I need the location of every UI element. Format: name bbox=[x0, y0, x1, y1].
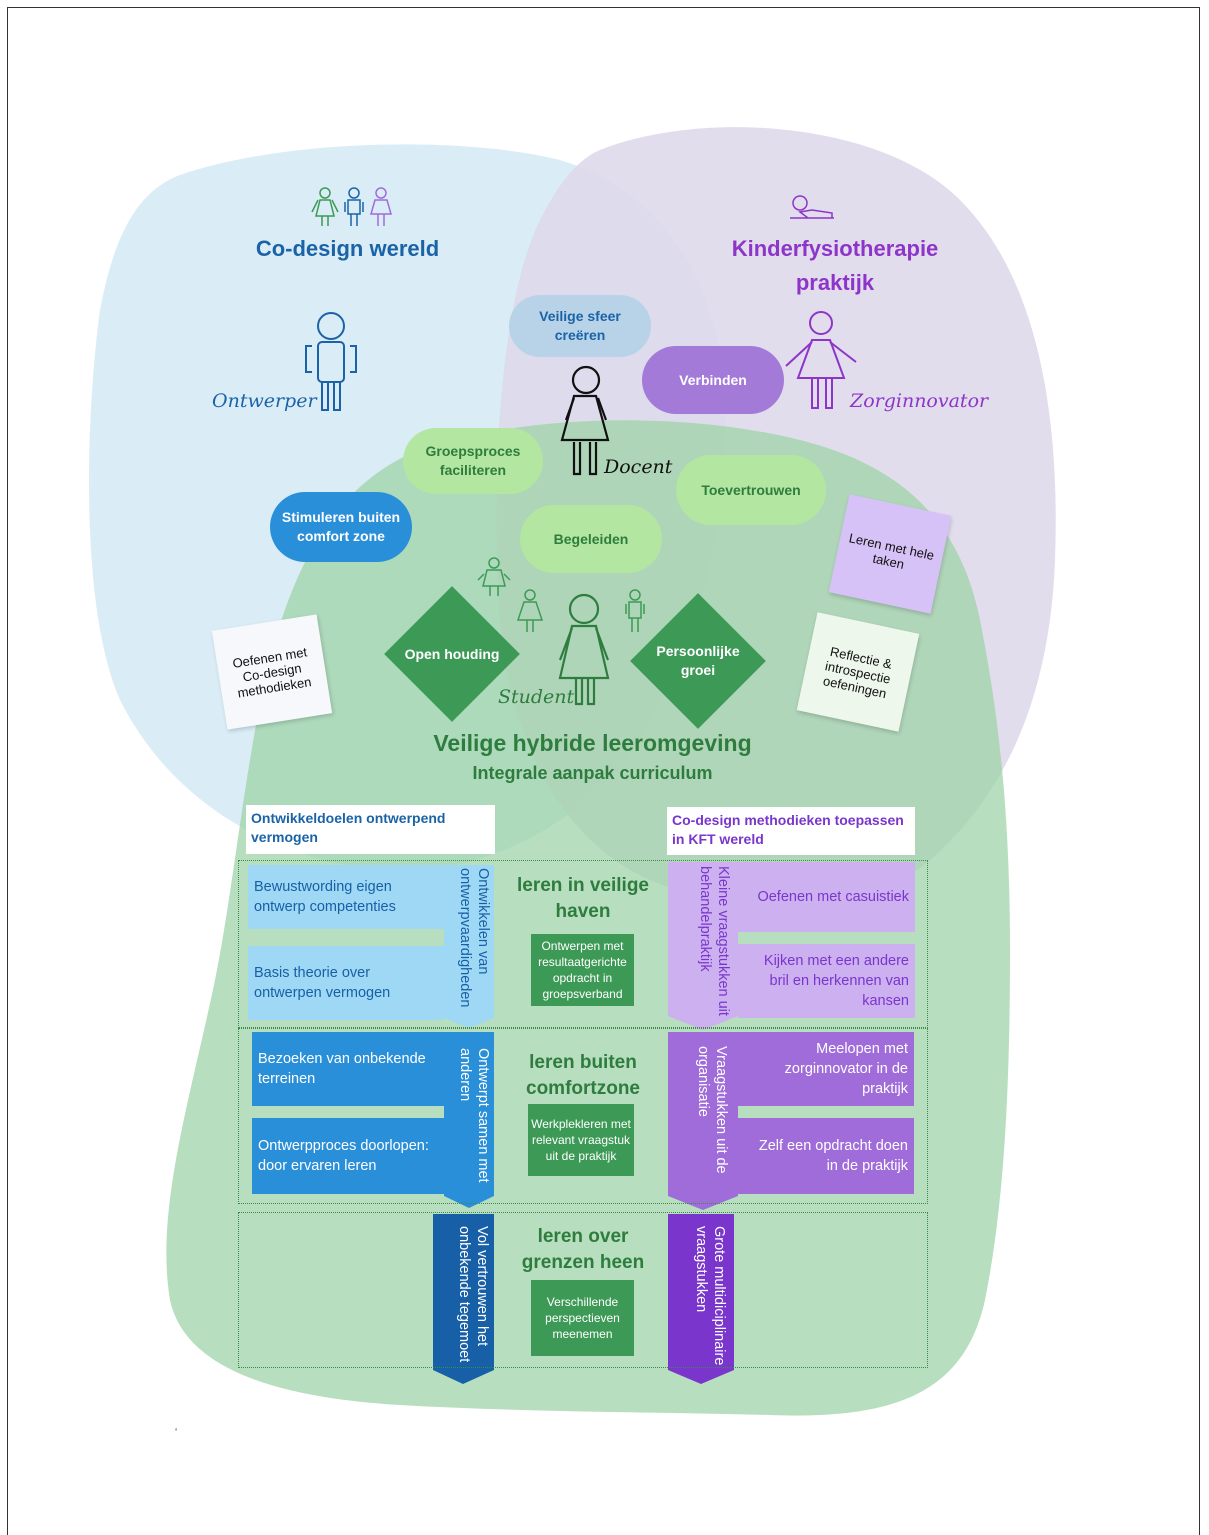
card-leren-hele-taken: Leren met hele taken bbox=[828, 494, 952, 614]
kft-title-line1: Kinderfysiotherapie bbox=[731, 236, 939, 261]
right-arrow-1-shape bbox=[668, 862, 738, 1030]
ontwerper-label: Ontwerper bbox=[212, 390, 317, 412]
footnote-mark: ‘ bbox=[175, 1427, 178, 1438]
level-frame-2 bbox=[238, 1028, 928, 1204]
ontwerper-figure-icon bbox=[305, 312, 357, 411]
pill-begeleiden: Begeleiden bbox=[520, 505, 662, 573]
student-label: Student bbox=[498, 686, 575, 708]
pill-verbinden: Verbinden bbox=[642, 346, 784, 414]
left-box-bewustwording: Bewustwording eigen ontwerp competenties bbox=[248, 865, 444, 929]
left-arrow-2-label: Ontwerpt samen met anderen bbox=[457, 1048, 491, 1183]
level-3-title: leren over grenzen heen bbox=[521, 1226, 645, 1273]
right-box-casuistiek: Oefenen met casuistiek bbox=[738, 862, 915, 932]
diamond-open-houding-label: Open houding bbox=[404, 645, 500, 662]
docent-label: Docent bbox=[604, 456, 673, 478]
peer-figures-icon bbox=[477, 557, 645, 632]
diamond-persoonlijke-groei-label: Persoonlijke groei bbox=[656, 643, 740, 678]
right-box-meelopen: Meelopen met zorginnovator in de praktij… bbox=[738, 1032, 914, 1106]
left-arrow-1-shape bbox=[444, 865, 494, 1028]
card-reflectie: Reflectie & introspectie oefeningen bbox=[796, 612, 920, 732]
card-oefenen-codesign: Oefenen met Co-design methodieken bbox=[211, 614, 333, 730]
left-arrow-2-shape bbox=[444, 1032, 494, 1208]
pill-stimuleren: Stimuleren buiten comfort zone bbox=[270, 492, 412, 562]
level-2-title: leren buiten comfortzone bbox=[526, 1052, 640, 1099]
left-arrow-1-label: Ontwikkelen van ontwerpvaardigheden bbox=[457, 868, 491, 1008]
pill-toevertrouwen: Toevertrouwen bbox=[676, 455, 826, 525]
main-subtitle: Integrale aanpak curriculum bbox=[472, 763, 713, 783]
left-box-basis-theorie: Basis theorie over ontwerpen vermogen bbox=[248, 946, 444, 1020]
main-title: Veilige hybride leeromgeving bbox=[433, 730, 752, 756]
right-box-zelf-opdracht: Zelf een opdracht doen in de praktijk bbox=[738, 1118, 914, 1194]
right-arrow-3-label: Grote multidiciplinaire vraagstukken bbox=[693, 1226, 727, 1366]
page-frame bbox=[7, 7, 1200, 1535]
level-1-title: leren in veilige haven bbox=[517, 875, 649, 922]
right-box-andere-bril: Kijken met een andere bril en herkennen … bbox=[738, 944, 915, 1018]
zorginnovator-label: Zorginnovator bbox=[850, 390, 989, 412]
level-2-box: Werkplekleren met relevant vraagstuk uit… bbox=[528, 1104, 634, 1176]
group-figures-icon bbox=[311, 187, 392, 226]
baby-icon bbox=[790, 195, 834, 219]
zorginnovator-figure-icon bbox=[785, 311, 857, 409]
level-frame-3 bbox=[238, 1212, 928, 1368]
right-arrow-2-label: Vraagstukken uit de organisatie bbox=[695, 1046, 729, 1174]
student-figure-icon bbox=[558, 593, 610, 706]
right-arrow-3-shape bbox=[668, 1214, 734, 1384]
left-arrow-3-shape bbox=[433, 1214, 494, 1384]
left-box-bezoeken: Bezoeken van onbekende terreinen bbox=[252, 1032, 444, 1106]
level-3-box: Verschillende perspectieven meenemen bbox=[531, 1280, 634, 1356]
right-column-header: Co-design methodieken toepassen in KFT w… bbox=[667, 807, 915, 855]
co-design-world-title: Co-design wereld bbox=[255, 236, 440, 261]
right-arrow-2-shape bbox=[668, 1032, 738, 1210]
left-column-header: Ontwikkeldoelen ontwerpend vermogen bbox=[246, 805, 495, 854]
left-arrow-3-label: Vol vertrouwen het onbekende tegemoet bbox=[456, 1226, 490, 1363]
kft-title-line2: praktijk bbox=[795, 270, 875, 295]
level-frame-1 bbox=[238, 860, 928, 1028]
docent-figure-icon bbox=[560, 365, 610, 476]
right-arrow-1-label: Kleine vraagstukken uit behandelpraktijk bbox=[697, 866, 731, 1016]
pill-veilige-sfeer: Veilige sfeer creëren bbox=[509, 295, 651, 357]
left-box-ontwerpproces: Ontwerpproces doorlopen: door ervaren le… bbox=[252, 1118, 444, 1194]
level-1-box: Ontwerpen met resultaatgerichte opdracht… bbox=[531, 934, 634, 1006]
pill-groepsproces: Groepsproces faciliteren bbox=[403, 428, 543, 494]
